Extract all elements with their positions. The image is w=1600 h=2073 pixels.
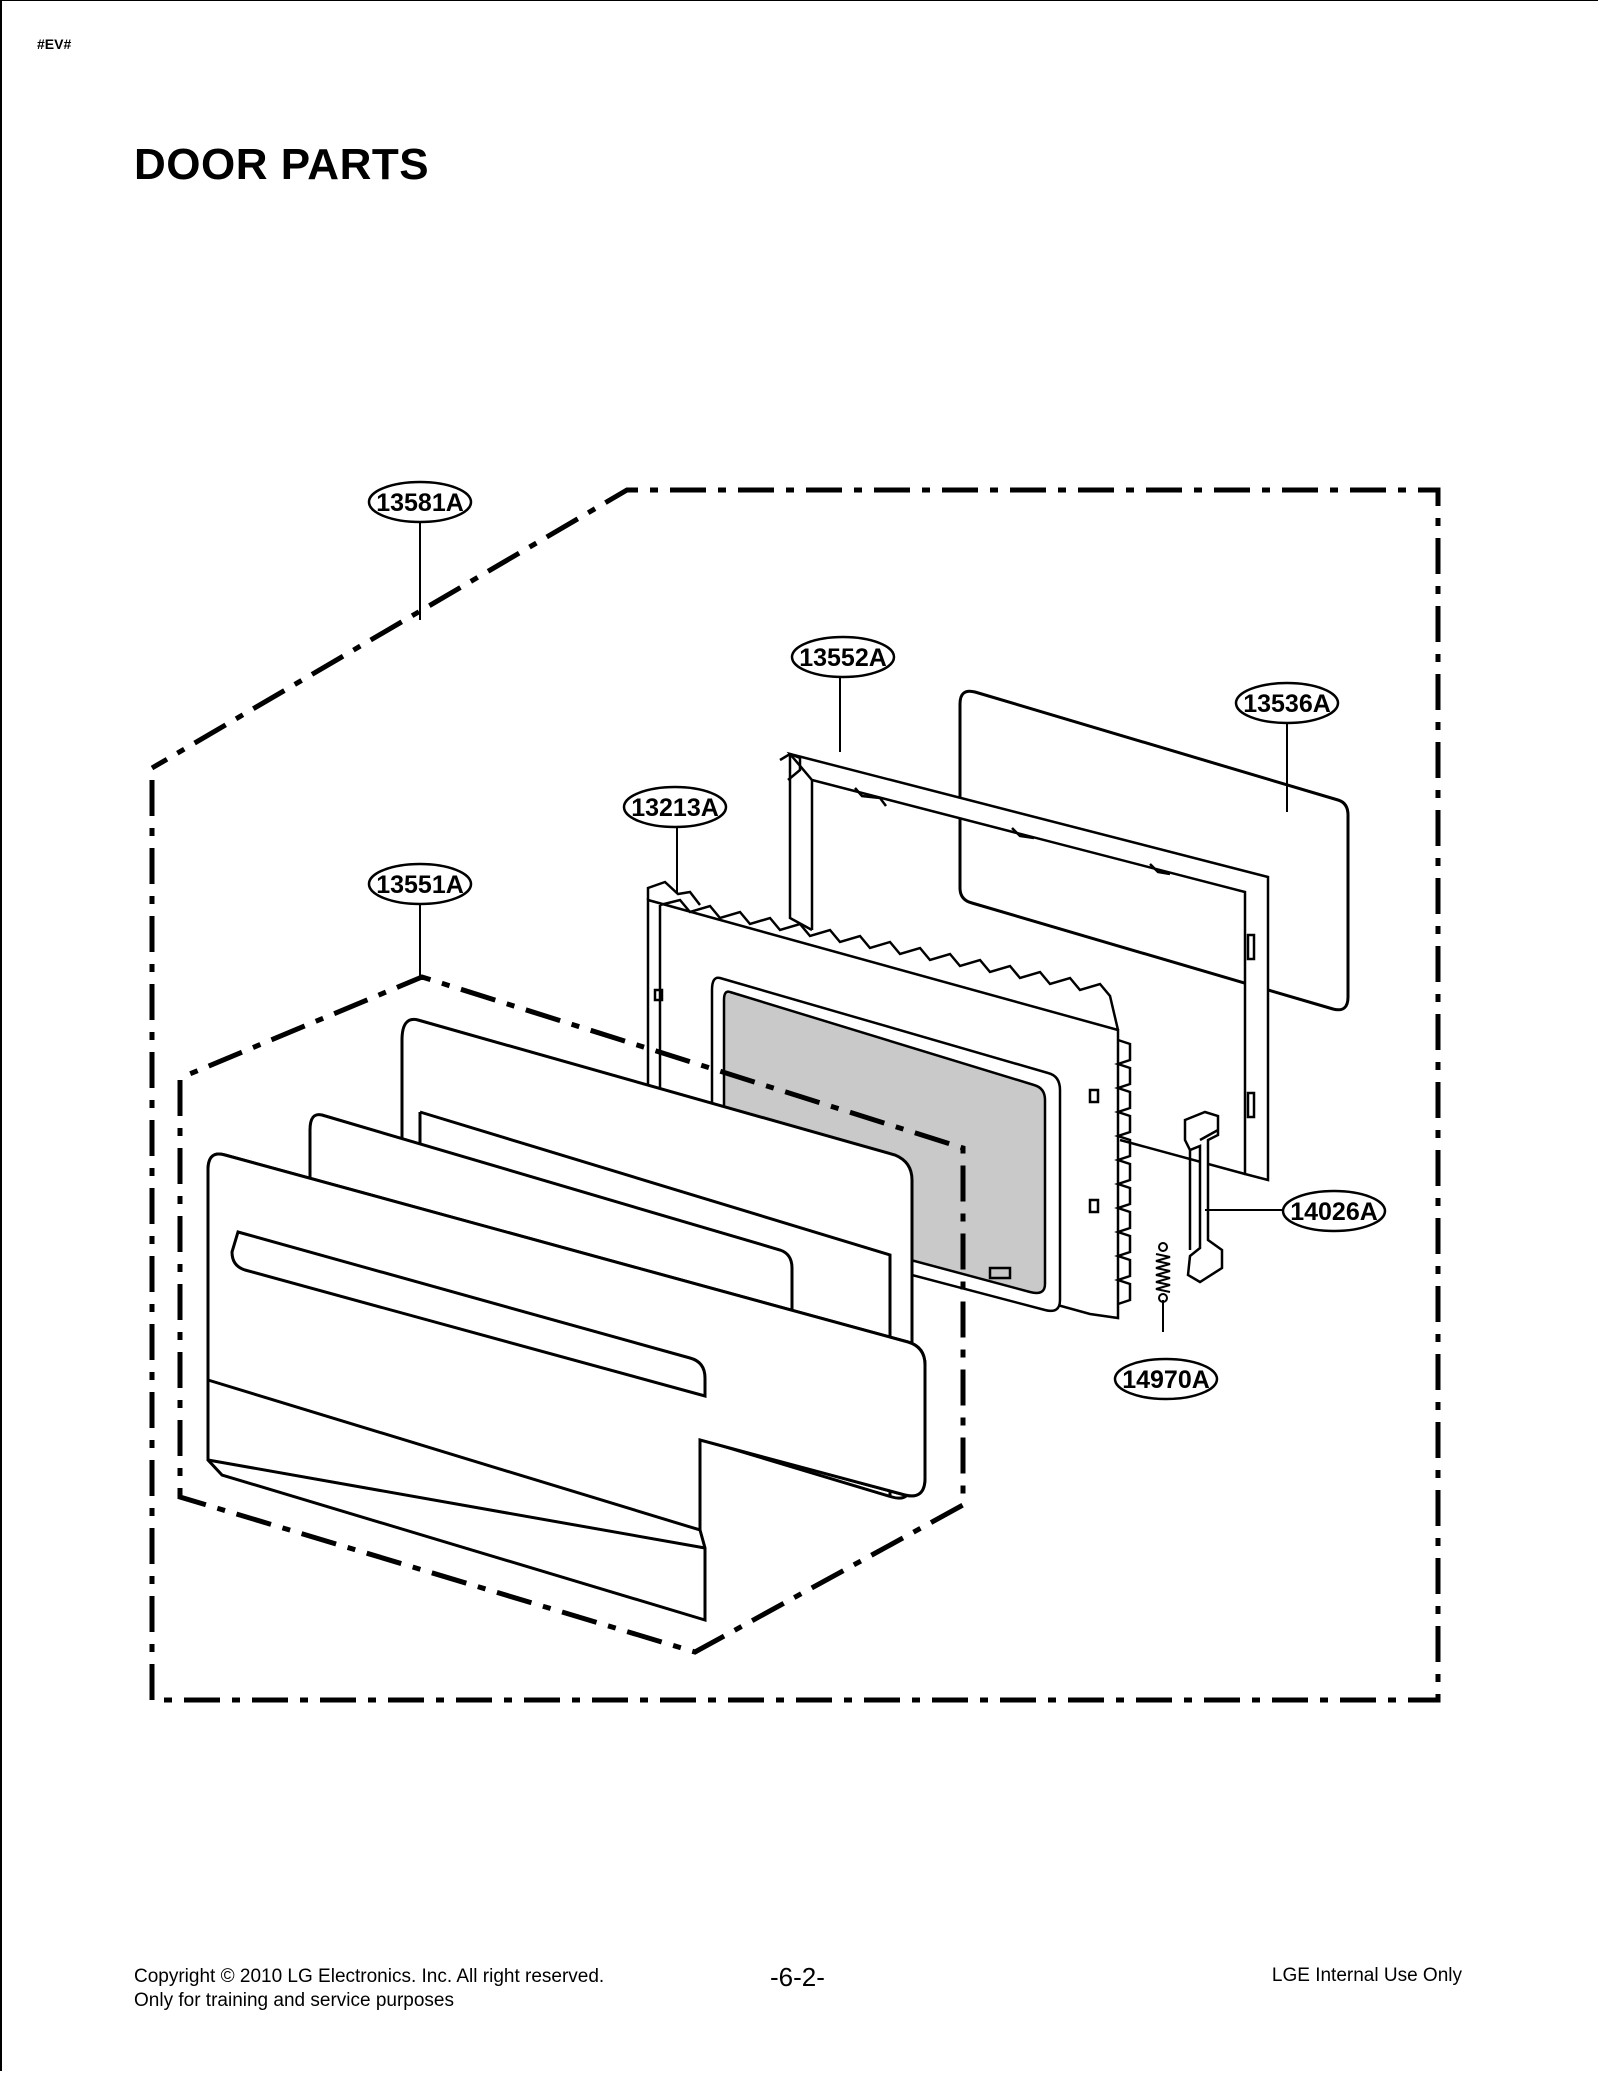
callout-13536A: 13536A	[1234, 681, 1340, 725]
internal-use-text: LGE Internal Use Only	[1271, 1965, 1462, 1986]
footer-left: Copyright © 2010 LG Electronics. Inc. Al…	[134, 1965, 604, 2013]
page-number: -6-2-	[770, 1962, 825, 1992]
copyright-text: Copyright © 2010 LG Electronics. Inc. Al…	[134, 1966, 605, 1987]
callout-label: 13551A	[376, 871, 464, 899]
callout-13581A: 13581A	[367, 480, 473, 524]
outer-assembly-boundary	[149, 487, 1441, 1703]
callout-label: 13536A	[1243, 690, 1331, 718]
part-14970A-spring	[1155, 1242, 1171, 1303]
part-13552A-frame	[779, 751, 1270, 1182]
callout-label: 13213A	[631, 794, 719, 822]
callout-13551A: 13551A	[367, 862, 473, 906]
door-assembly-boundary	[177, 974, 966, 1655]
callout-14026A: 14026A	[1281, 1189, 1387, 1233]
purpose-text: Only for training and service purposes	[134, 1990, 454, 2011]
callout-label: 13581A	[376, 489, 464, 517]
callout-13213A: 13213A	[622, 785, 728, 829]
callout-14970A: 14970A	[1113, 1357, 1219, 1401]
leader-lines	[419, 518, 1288, 1332]
part-14026A-latch	[1183, 1110, 1224, 1284]
callout-label: 13552A	[799, 644, 887, 672]
callout-label: 14026A	[1290, 1198, 1378, 1226]
page-title: DOOR PARTS	[134, 140, 430, 189]
door-front-panel	[206, 1152, 927, 1623]
callout-label: 14970A	[1122, 1366, 1210, 1394]
callout-13552A: 13552A	[790, 635, 896, 679]
document-tag: #EV#	[37, 36, 72, 52]
